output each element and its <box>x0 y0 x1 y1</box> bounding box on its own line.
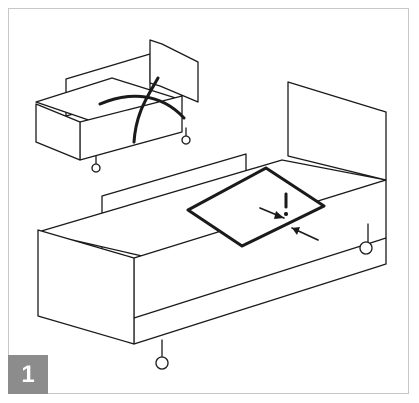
small-bed-icon <box>35 39 199 173</box>
small-bed-left-panel <box>35 103 81 161</box>
pointer-arrows-icon <box>259 207 319 241</box>
small-bed-end-panel <box>149 39 199 103</box>
placement-area <box>186 166 326 248</box>
cross-out-mark <box>98 94 186 120</box>
step-number-badge: 1 <box>8 355 48 394</box>
exclamation-mark-icon <box>284 192 288 216</box>
large-bed-right-panel <box>287 81 387 181</box>
large-bed-left-panel <box>37 229 135 345</box>
large-bed-icon <box>37 81 387 370</box>
